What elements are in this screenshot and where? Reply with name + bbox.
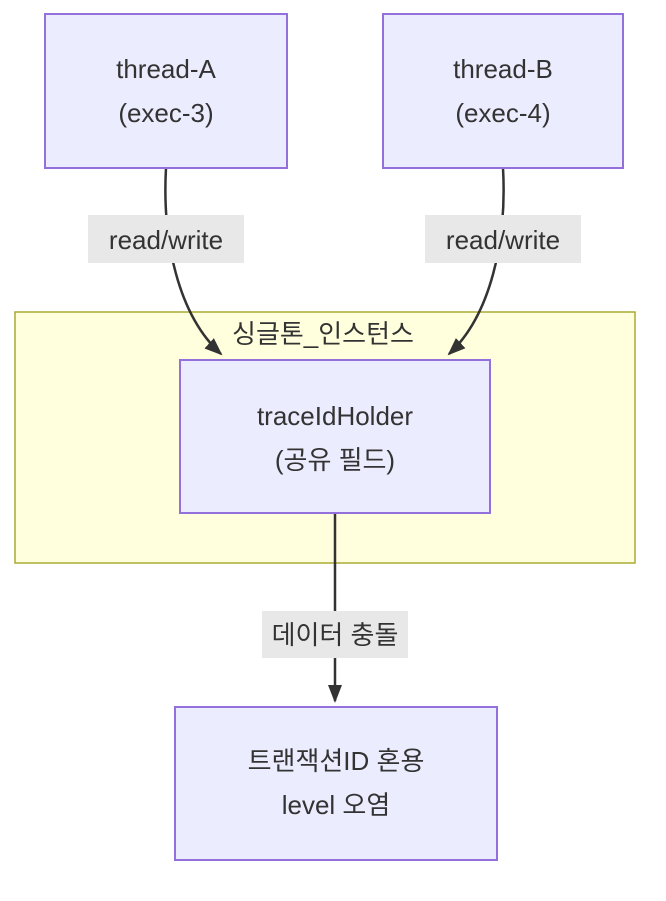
edge-label-bg xyxy=(262,611,408,658)
edge-label-bg xyxy=(88,215,244,263)
node-thread-b-line1: thread-B xyxy=(453,54,553,84)
edge-thread-b-to-holder xyxy=(447,167,505,356)
node-rect xyxy=(179,359,491,514)
node-trace-id-holder-line2: (공유 필드) xyxy=(275,445,395,475)
node-result: 트랜잭션ID 혼용 level 오염 xyxy=(174,706,498,861)
node-thread-a: thread-A (exec-3) xyxy=(44,13,288,169)
node-thread-a-line1: thread-A xyxy=(116,54,216,84)
node-rect xyxy=(382,13,624,169)
edge-thread-a-to-holder xyxy=(164,167,223,356)
cluster-title: 싱글톤_인스턴스 xyxy=(232,319,414,349)
node-rect xyxy=(44,13,288,169)
edge-label-bg xyxy=(425,215,581,263)
node-result-line2: level 오염 xyxy=(282,790,391,820)
edge-label-text: read/write xyxy=(109,225,223,255)
edge-label-data-collision: 데이터 충돌 xyxy=(262,611,408,658)
node-thread-b: thread-B (exec-4) xyxy=(382,13,624,169)
node-thread-a-line2: (exec-3) xyxy=(118,98,213,128)
node-result-line1: 트랜잭션ID 혼용 xyxy=(248,746,425,776)
edge-label-read-write-b: read/write xyxy=(425,215,581,263)
edge-label-read-write-a: read/write xyxy=(88,215,244,263)
node-trace-id-holder: traceIdHolder (공유 필드) xyxy=(179,359,491,514)
edge-label-text: 데이터 충돌 xyxy=(272,620,399,650)
node-rect xyxy=(174,706,498,861)
node-trace-id-holder-line1: traceIdHolder xyxy=(257,401,413,431)
node-thread-b-line2: (exec-4) xyxy=(455,98,550,128)
edge-label-text: read/write xyxy=(446,225,560,255)
